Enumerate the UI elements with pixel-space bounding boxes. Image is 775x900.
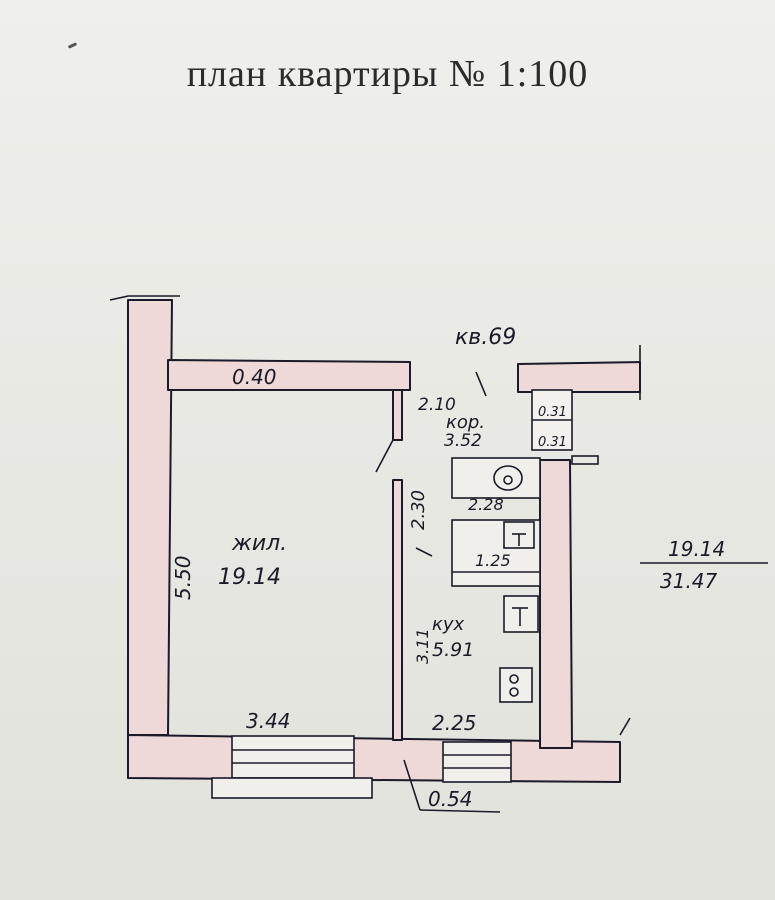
partition-door bbox=[392, 389, 403, 441]
window-kitchen bbox=[442, 741, 512, 783]
dim-bath: 2.28 bbox=[468, 495, 504, 514]
total-living: 19.14 bbox=[668, 537, 725, 561]
kitchen-name: кух bbox=[432, 614, 465, 635]
wall-top bbox=[167, 359, 411, 391]
partition-living-kitchen bbox=[392, 479, 403, 741]
dim-living-width: 3.44 bbox=[246, 709, 291, 733]
living-room-name: жил. bbox=[231, 531, 287, 556]
corridor-name: кор. bbox=[446, 412, 485, 433]
dim-kitchen-height: 3.11 bbox=[413, 628, 432, 664]
dim-corridor-width: 2.10 bbox=[418, 395, 456, 415]
dim-wall-top: 0.40 bbox=[232, 365, 277, 389]
dim-living-height: 5.50 bbox=[171, 555, 195, 600]
dim-niche-1: 0.31 bbox=[538, 405, 567, 420]
dim-corridor-height: 2.30 bbox=[408, 490, 429, 530]
living-room-area: 19.14 bbox=[218, 565, 281, 590]
total-area: 31.47 bbox=[660, 569, 718, 593]
window-living bbox=[231, 735, 355, 779]
plan-title: план квартиры № 1:100 bbox=[186, 53, 589, 95]
apartment-label: кв.69 bbox=[455, 325, 516, 350]
wall-right bbox=[539, 459, 573, 749]
corridor-area: 3.52 bbox=[444, 431, 482, 451]
kitchen-area: 5.91 bbox=[432, 639, 474, 661]
dim-kitchen-width: 2.25 bbox=[432, 711, 477, 735]
wall-left bbox=[127, 299, 173, 736]
dim-wc: 1.25 bbox=[475, 551, 511, 570]
wall-top-right bbox=[517, 361, 641, 393]
dim-balcony: 0.54 bbox=[428, 787, 473, 811]
dim-niche-2: 0.31 bbox=[538, 435, 567, 450]
